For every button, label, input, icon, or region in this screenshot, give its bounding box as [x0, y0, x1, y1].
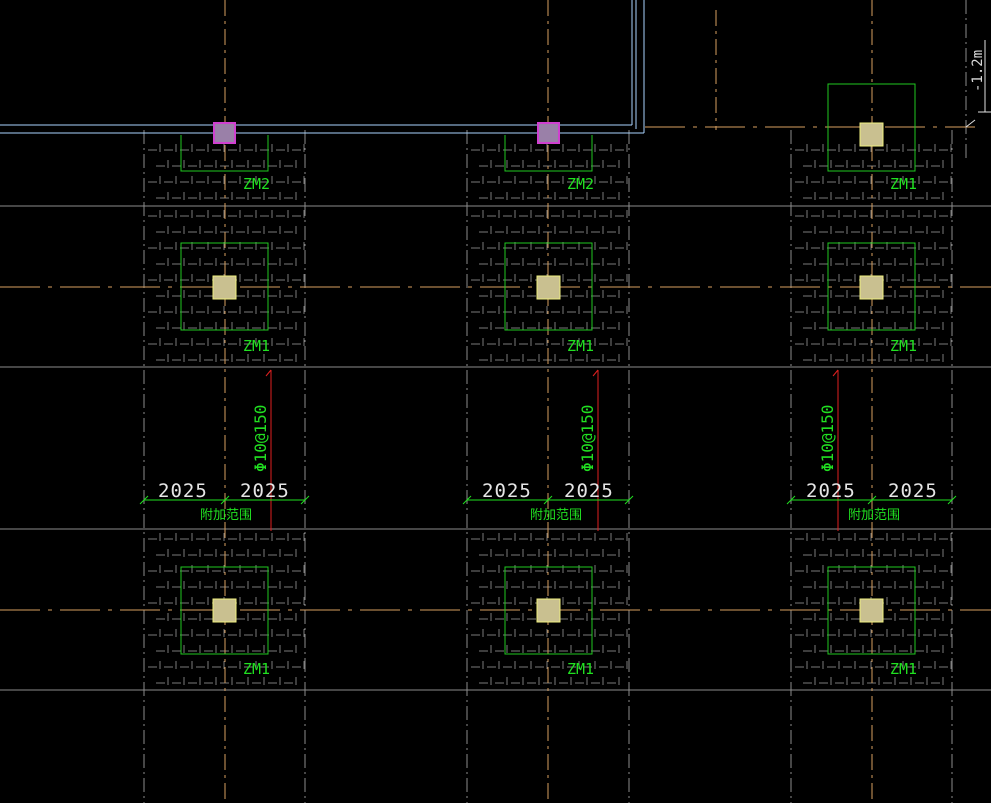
horizontal-grid-lines [0, 205, 991, 691]
axis-lines [224, 0, 873, 803]
pile-label: ZM1 [243, 660, 270, 678]
pile-labels: ZM2 ZM2 ZM1 ZM1 ZM1 ZM1 ZM1 ZM1 ZM1 [243, 175, 917, 678]
pile-label-top-left: ZM2 [243, 175, 270, 193]
pile-label: ZM1 [243, 337, 270, 355]
rebar-spec: Φ10@150 [578, 405, 597, 472]
columns [212, 122, 884, 623]
range-label: 附加范围 [848, 508, 900, 523]
column-top-right [859, 122, 884, 147]
reinforcement-annotation-left: Φ10@150 2025 2025 附加范围 [139, 369, 310, 531]
column [536, 275, 561, 300]
rebar-spec: Φ10@150 [818, 405, 837, 472]
pile-label: ZM1 [567, 660, 594, 678]
column [212, 598, 237, 623]
horizontal-axis-lines [0, 126, 991, 611]
dimension-value: 2025 [888, 480, 938, 502]
dimension-value: 2025 [158, 480, 208, 502]
pile-label: ZM1 [890, 337, 917, 355]
range-label: 附加范围 [200, 508, 252, 523]
pile-caps [180, 83, 916, 655]
column [859, 275, 884, 300]
rebar-spec: Φ10@150 [251, 405, 270, 472]
vertical-grid-lines [143, 0, 967, 803]
reinforcement-annotation-right: Φ10@150 2025 2025 附加范围 [786, 369, 957, 531]
column [212, 275, 237, 300]
column [536, 598, 561, 623]
pile-label-top-middle: ZM2 [567, 175, 594, 193]
wall-outline [0, 0, 645, 134]
dimension-value: 2025 [806, 480, 856, 502]
dimension-value: 2025 [482, 480, 532, 502]
pile-label-top-right: ZM1 [890, 175, 917, 193]
range-label: 附加范围 [530, 508, 582, 523]
level-tag: -1.2m [970, 50, 986, 92]
pile-label: ZM1 [890, 660, 917, 678]
column-magenta-middle [537, 122, 560, 144]
pile-label: ZM1 [567, 337, 594, 355]
dimension-value: 2025 [240, 480, 290, 502]
column-magenta-left [213, 122, 236, 144]
column [859, 598, 884, 623]
reinforcement-annotation-middle: Φ10@150 2025 2025 附加范围 [462, 369, 634, 531]
level-marker: -1.2m [965, 40, 991, 128]
dimension-value: 2025 [564, 480, 614, 502]
